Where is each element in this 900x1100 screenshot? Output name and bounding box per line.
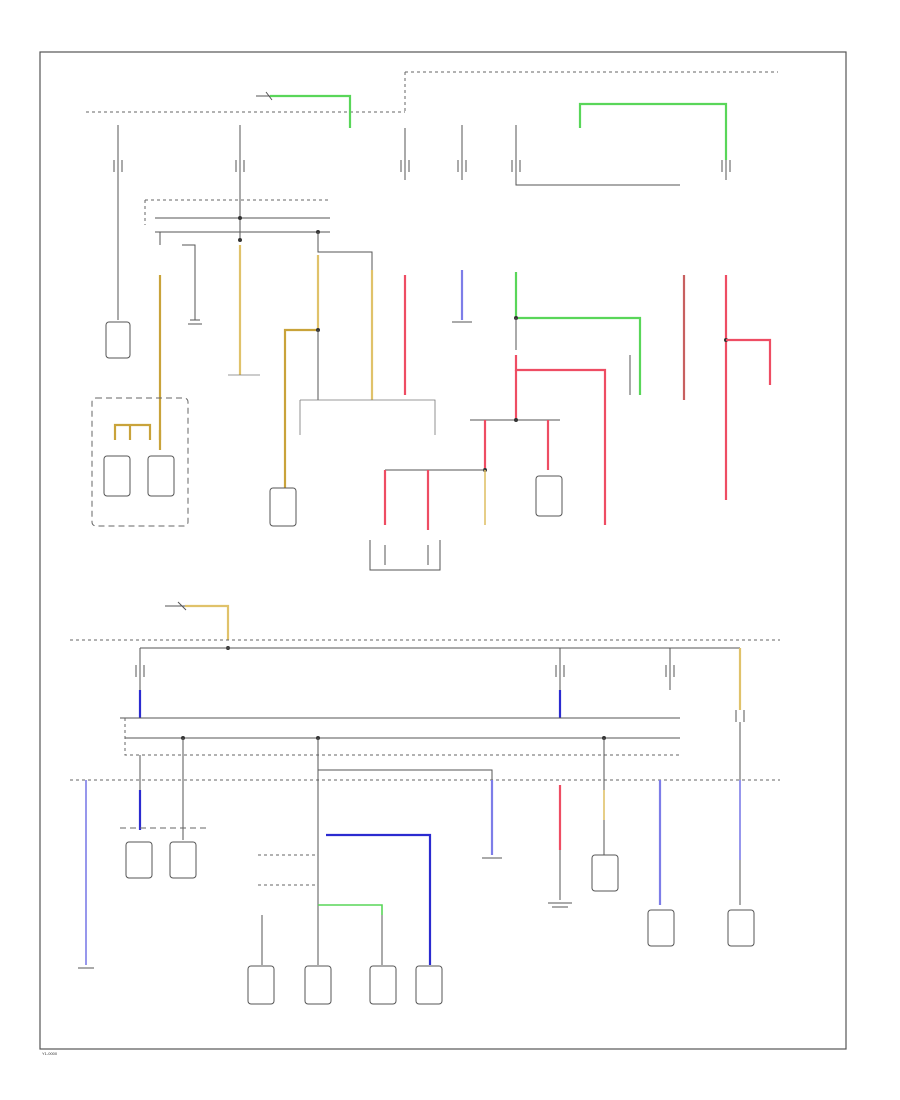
wire-318-to-492 [318, 769, 493, 780]
yellow-wire-middle [185, 604, 230, 640]
component-control-module [269, 487, 297, 527]
red-wire-branch [514, 355, 607, 525]
component-bottom-1 [247, 965, 275, 1005]
component-interior-light-1 [125, 841, 153, 879]
component-box-right [147, 455, 175, 497]
footer-code: Y1-0000 [42, 1051, 58, 1056]
fuse-symbols-row2 [135, 665, 745, 722]
blue-wire-loop [326, 833, 432, 965]
ignition-switch-contact [256, 91, 273, 101]
junction-dashed-top [144, 199, 330, 225]
transmission-range-switch-outline [369, 540, 441, 571]
green-wire-top-right [578, 102, 728, 160]
component-bottom-4 [415, 965, 443, 1005]
component-740 [727, 909, 755, 947]
red-wire-770 [726, 338, 772, 385]
diagram-frame [39, 51, 847, 1050]
component-courtesy-light [105, 321, 131, 359]
wire-junction-split [159, 232, 373, 315]
green-wire-lower [318, 904, 383, 915]
yellow-branch-left [113, 423, 152, 440]
light-symbol-right [188, 319, 202, 325]
underhood-fuse-box-border [86, 71, 778, 113]
yellow-wire-5 [283, 328, 318, 490]
junction-bar [155, 217, 330, 233]
component-interior-light-2 [169, 841, 197, 879]
middle-junction-dash [124, 718, 680, 756]
ground-symbol-560 [548, 902, 572, 908]
component-660 [647, 909, 675, 947]
control-module-outline [228, 374, 436, 435]
yellow-branch-right [128, 425, 162, 450]
component-box-left [103, 455, 131, 497]
ignition-switch-wire [270, 94, 352, 128]
component-bottom-3 [369, 965, 397, 1005]
component-bottom-2 [304, 965, 332, 1005]
fuse-drop-5 [515, 125, 680, 186]
component-gauge [535, 475, 563, 517]
component-604 [591, 854, 619, 892]
fuse-symbols-top [113, 160, 731, 172]
passenger-box-border [91, 397, 189, 527]
ignition-switch-2-contact [177, 601, 187, 611]
green-wire-branch [514, 272, 642, 395]
